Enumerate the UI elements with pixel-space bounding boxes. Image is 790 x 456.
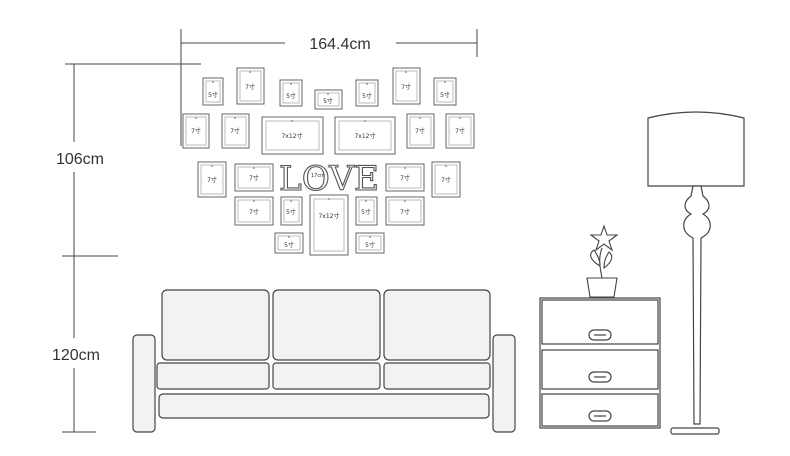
frame-label: 7寸 <box>249 208 259 216</box>
sofa <box>132 289 516 433</box>
frame-label: 5寸 <box>323 97 333 105</box>
leaf-icon <box>603 251 613 270</box>
sofa-right-arm <box>492 334 516 433</box>
sofa-seat-left <box>156 362 270 390</box>
frame-label: 7x12寸 <box>318 212 339 220</box>
photo-frame <box>392 67 421 105</box>
frame-hangers <box>195 71 461 238</box>
wall-height-dimension <box>65 57 201 256</box>
photo-frame <box>202 77 224 106</box>
frame-label: 7寸 <box>455 127 465 135</box>
sofa-cushion-back-right <box>383 289 491 361</box>
frame-label: 7寸 <box>249 174 259 182</box>
photo-frame <box>334 116 396 155</box>
frame-label: 7x12寸 <box>354 132 375 140</box>
frame-label: 7寸 <box>245 83 255 91</box>
photo-frame <box>355 232 385 254</box>
frame-label: 7寸 <box>191 127 201 135</box>
frame-label: 7x12寸 <box>281 132 302 140</box>
sofa-cushion-back-middle <box>272 289 381 361</box>
frame-group <box>182 67 475 256</box>
lamp-stem <box>683 185 711 425</box>
leaf-icon <box>590 249 601 267</box>
width-dimension <box>180 29 478 57</box>
photo-frame <box>309 194 349 256</box>
photo-frame <box>431 161 461 198</box>
frame-label: 5寸 <box>362 92 372 100</box>
photo-frame <box>406 113 435 149</box>
sofa-base <box>158 393 490 419</box>
photo-frame <box>221 113 250 149</box>
photo-frame <box>261 116 324 155</box>
frame-label: 5寸 <box>208 91 218 99</box>
photo-frame <box>355 79 379 107</box>
sofa-left-arm <box>132 334 156 433</box>
frame-label: 7寸 <box>400 174 410 182</box>
flower-icon <box>589 224 619 252</box>
lamp-shade <box>647 111 745 187</box>
frame-labels: 5寸 7寸 5寸 5寸 5寸 7寸 5寸 7寸 7寸 7x12寸 7x12寸 7… <box>191 83 465 249</box>
photo-frame <box>280 196 303 226</box>
frame-label: 5寸 <box>284 241 294 249</box>
cabinet-drawer-middle <box>541 349 659 390</box>
photo-frame <box>445 113 475 149</box>
love-letters: LOVE <box>279 159 379 199</box>
floor-lamp <box>647 111 745 435</box>
frame-label: 5寸 <box>286 92 296 100</box>
photo-frame <box>279 79 303 107</box>
lamp-base <box>670 427 720 435</box>
sofa-cushion-back-left <box>161 289 270 361</box>
photo-frame <box>355 196 378 226</box>
photo-frame <box>182 113 210 149</box>
sofa-seat-right <box>383 362 491 390</box>
frame-label: 7寸 <box>400 208 410 216</box>
width-label: 164.4cm <box>309 36 370 53</box>
frame-label: 7寸 <box>415 127 425 135</box>
side-cabinet <box>539 297 661 429</box>
frame-label: 5寸 <box>286 208 296 216</box>
frame-label: 5寸 <box>361 208 371 216</box>
frame-label: 7寸 <box>230 127 240 135</box>
frame-label: 5寸 <box>440 91 450 99</box>
frame-label: 5寸 <box>365 241 375 249</box>
frame-label: 7寸 <box>441 176 451 184</box>
photo-frame <box>274 232 304 254</box>
frame-label: 7寸 <box>401 83 411 91</box>
love-inner-label: 17cm <box>311 173 325 179</box>
frame-label: 7寸 <box>207 176 217 184</box>
sofa-height-label: 120cm <box>52 347 100 364</box>
sofa-height-dimension <box>62 255 118 433</box>
flower-pot <box>586 224 619 298</box>
sofa-seat-middle <box>272 362 381 390</box>
photo-frame <box>236 67 265 105</box>
wall-height-label: 106cm <box>56 151 104 168</box>
pot-icon <box>586 277 618 298</box>
photo-frame <box>314 89 343 110</box>
